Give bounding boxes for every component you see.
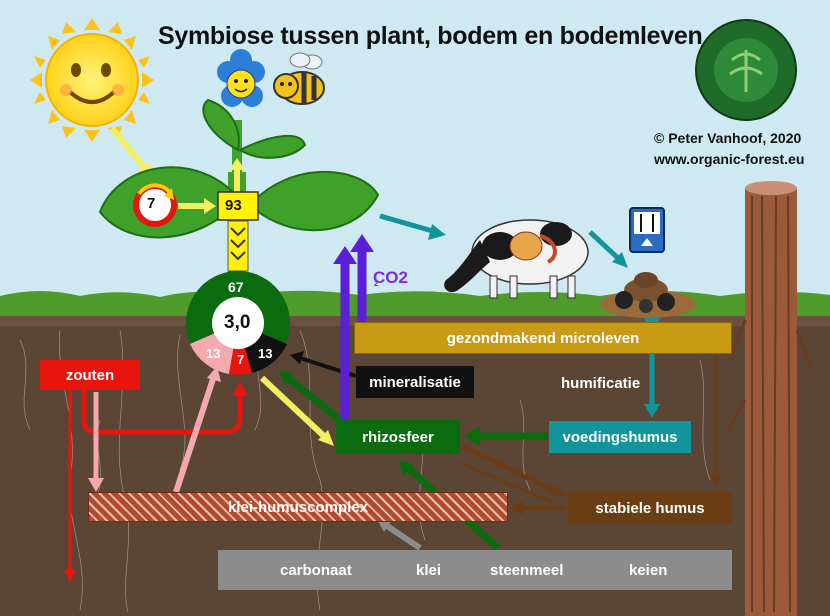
box-voedingshumus: voedingshumus bbox=[549, 421, 691, 453]
leaf-right bbox=[248, 170, 380, 232]
voedingshumus-label: voedingshumus bbox=[562, 428, 678, 446]
mineral-carbonaat: carbonaat bbox=[280, 561, 352, 579]
root-to-rhizosfeer-arrow bbox=[259, 375, 329, 441]
sunlight-arrow bbox=[109, 126, 151, 174]
page-title: Symbiose tussen plant, bodem en bodemlev… bbox=[158, 22, 703, 50]
rhizosfeer-to-root-arrow bbox=[285, 375, 343, 423]
mineral-klei: klei bbox=[416, 561, 442, 579]
root-value-center: 3,0 bbox=[224, 312, 251, 333]
svg-text:2: 2 bbox=[374, 279, 379, 288]
sky bbox=[0, 0, 830, 300]
bee-icon bbox=[273, 52, 325, 105]
box-klei-humuscomplex: klei-humuscomplex bbox=[88, 492, 508, 522]
klei-humus-label: klei-humuscomplex bbox=[227, 498, 369, 516]
box-mineralisatie: mineralisatie bbox=[356, 366, 474, 398]
zouten-label: zouten bbox=[65, 366, 115, 384]
cow-to-dung-arrow bbox=[588, 230, 622, 262]
co2-label: CO2 bbox=[373, 268, 408, 287]
stem-value-box bbox=[217, 191, 259, 221]
root-pie-chart bbox=[186, 271, 290, 375]
root-value-black: 13 bbox=[258, 346, 273, 361]
leaf-top-left bbox=[202, 98, 240, 152]
root-value-top: 67 bbox=[228, 279, 244, 295]
photosynthesis-value: 7 bbox=[147, 195, 156, 212]
mineralisatie-label: mineralisatie bbox=[369, 373, 461, 391]
tree-trunk bbox=[726, 181, 814, 616]
stabiele-humus-label: stabiele humus bbox=[595, 499, 705, 517]
downflow-chevrons bbox=[230, 227, 246, 261]
klei-to-root-arrow bbox=[173, 375, 217, 493]
klei-mineral-arrow bbox=[382, 521, 422, 551]
zouten-to-root-arrow bbox=[81, 390, 243, 435]
box-minerals: carbonaat klei steenmeel keien bbox=[218, 550, 732, 590]
root-value-red: 7 bbox=[237, 352, 245, 367]
flower-icon bbox=[217, 49, 265, 107]
dung-beetle-icon bbox=[600, 272, 696, 318]
organic-forest-logo bbox=[695, 19, 797, 121]
box-zouten: zouten bbox=[40, 360, 140, 390]
stem-value: 93 bbox=[225, 197, 242, 214]
mineral-keien: keien bbox=[629, 561, 668, 579]
cow-icon bbox=[444, 219, 589, 299]
website-text: www.organic-forest.eu bbox=[654, 151, 805, 167]
box-stabiele-humus: stabiele humus bbox=[568, 492, 732, 524]
copyright-text: © Peter Vanhoof, 2020 bbox=[654, 130, 802, 146]
gezondmakend-label: gezondmakend microleven bbox=[446, 329, 640, 347]
mineral-steenmeel: steenmeel bbox=[490, 561, 564, 579]
root-value-pink: 13 bbox=[206, 346, 221, 361]
box-gezondmakend-microleven: gezondmakend microleven bbox=[354, 322, 732, 354]
box-rhizosfeer: rhizosfeer bbox=[336, 420, 460, 454]
rhizosfeer-label: rhizosfeer bbox=[362, 428, 434, 446]
sun-icon bbox=[30, 18, 154, 142]
humificatie-label: humificatie bbox=[561, 375, 641, 392]
dining-sign-icon bbox=[629, 207, 665, 253]
leaf-top-right bbox=[237, 134, 307, 159]
copyright-block: © Peter Vanhoof, 2020 www.organic-forest… bbox=[654, 128, 804, 170]
plant-to-cow-arrow bbox=[379, 213, 437, 235]
